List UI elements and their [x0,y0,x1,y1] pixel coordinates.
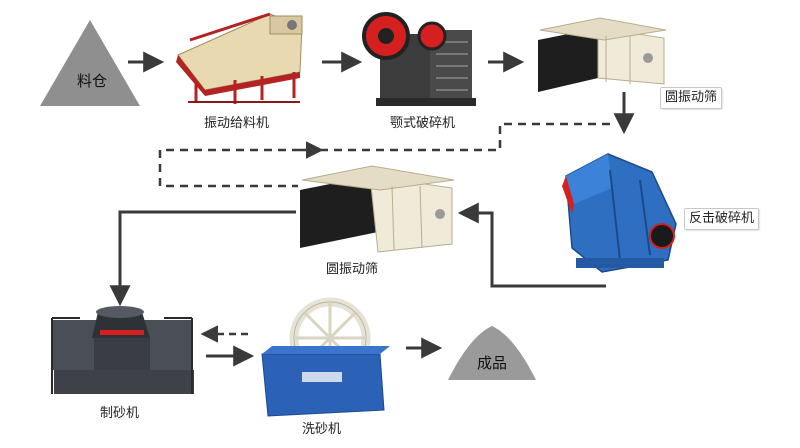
sand-washer-machine [261,297,390,417]
arrow-impact-to-screen-mid [457,202,606,288]
arrow-screen-mid-to-sandmaker [109,210,296,307]
jaw-crusher-label: 颚式破碎机 [390,116,456,131]
dashed-return-path [158,122,610,188]
silo-label: 料仓 [76,72,107,90]
vibrating-screen-mid-machine [300,165,455,253]
impact-crusher-label: 反击破碎机 [684,208,760,230]
sand-maker-label: 制砂机 [100,406,140,421]
product-label: 成品 [476,354,507,372]
sand-maker-machine [51,306,194,394]
vibrating-screen-mid-label: 圆振动筛 [326,262,379,277]
vibrating-feeder-label: 振动给料机 [204,116,270,131]
impact-crusher-machine [562,153,677,273]
vibrating-screen-top-machine [538,17,667,92]
product-pile [448,326,536,380]
silo-pile [40,20,140,106]
jaw-crusher-machine [362,12,476,106]
sand-washer-label: 洗砂机 [302,422,342,437]
vibrating-screen-top-label: 圆振动筛 [660,87,723,109]
vibrating-feeder-machine [176,12,303,104]
